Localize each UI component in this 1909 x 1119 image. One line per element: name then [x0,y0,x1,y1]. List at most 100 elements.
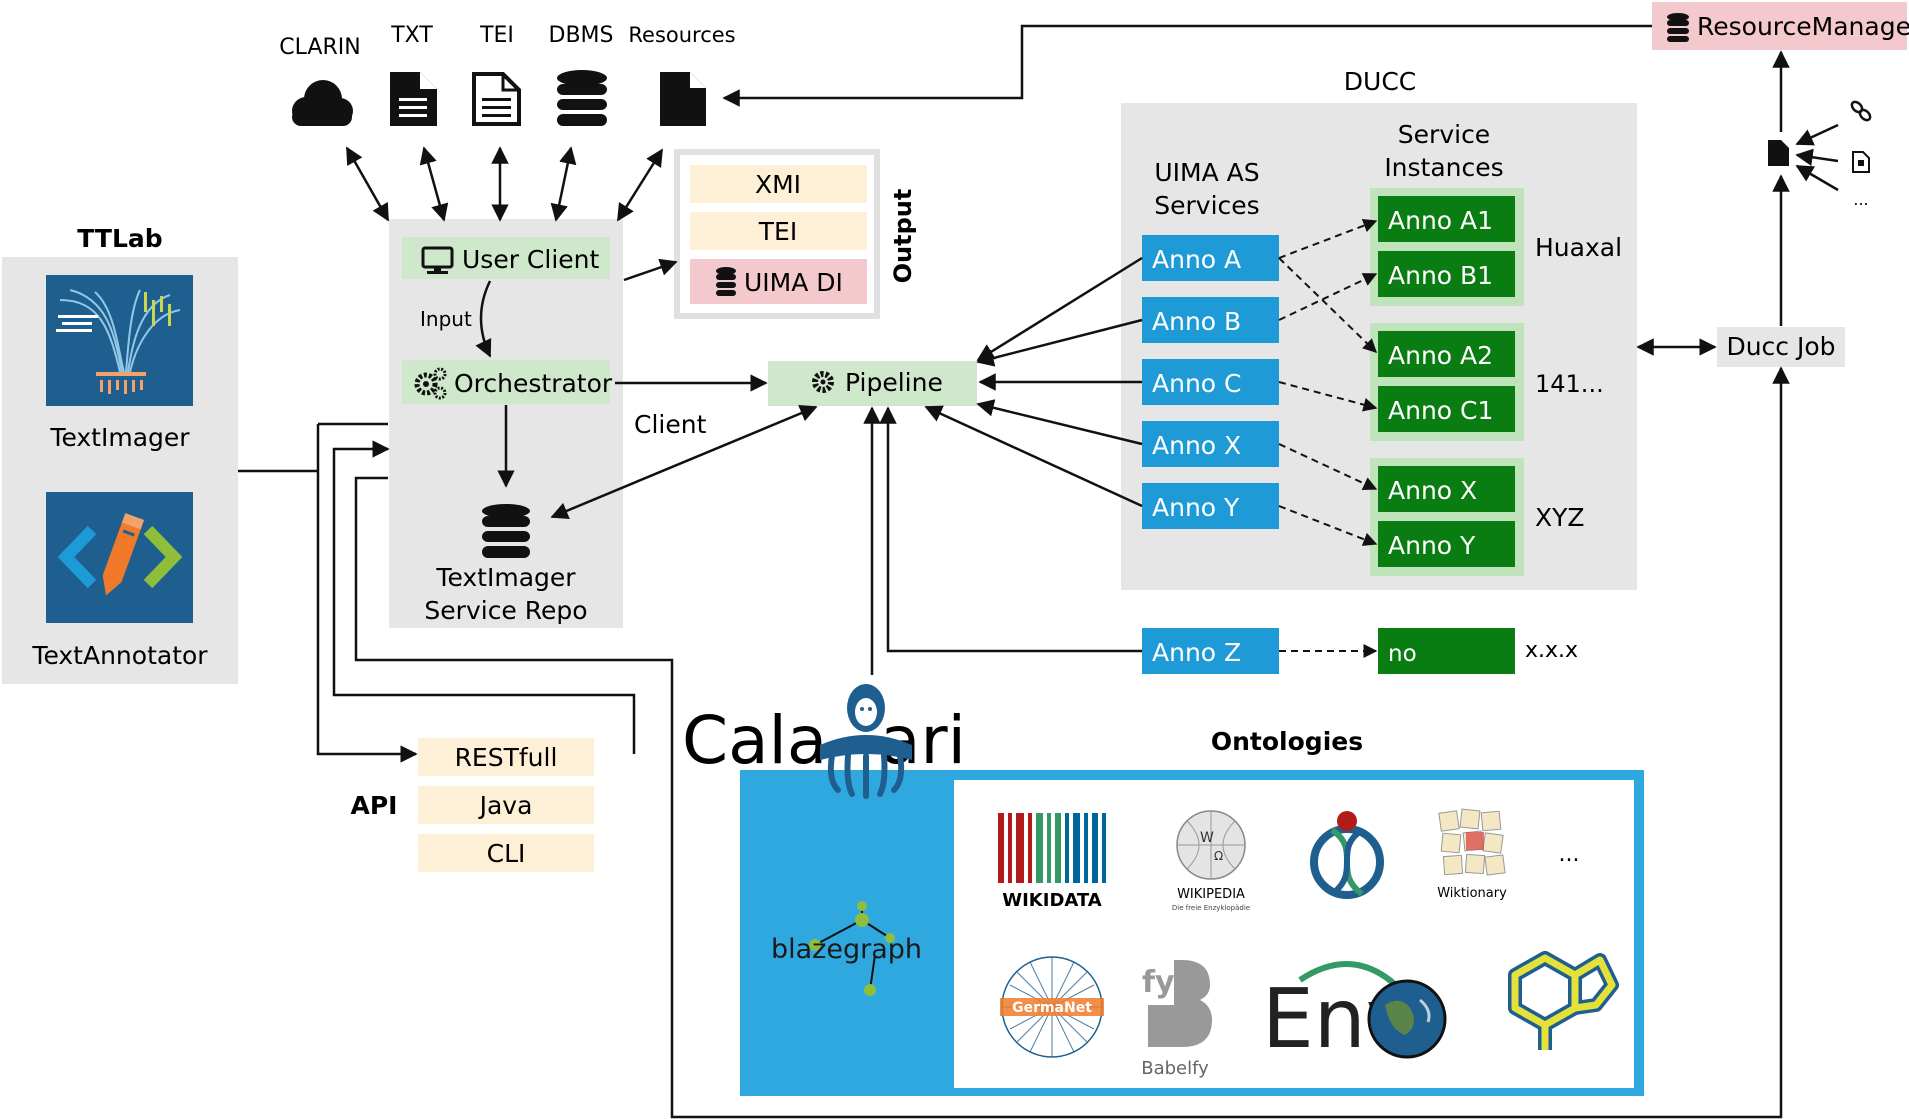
wikidata-label: WIKIDATA [1002,890,1102,911]
service-anno-y[interactable]: Anno Y [1142,483,1279,529]
service-anno-z[interactable]: Anno Z [1142,628,1279,674]
ontologies-more: ... [1559,842,1580,867]
output-item-xmi[interactable] [690,165,867,203]
link-b-b1 [1278,273,1378,321]
instance-label: Anno X [1388,476,1477,505]
gears-icon [414,367,447,400]
link-anno-x-pipeline [976,399,1143,446]
calamari-mascot-icon [820,684,912,799]
api-item-java[interactable] [418,786,594,824]
uima-header-line2: Services [1154,191,1259,220]
link-txt-core [419,146,449,222]
ttlab-title: TTLab [77,224,162,253]
instance-label: Anno A1 [1388,206,1493,235]
host-huaxal: Huaxal [1535,233,1622,262]
service-label: Anno Y [1152,493,1240,522]
instance-label: Anno C1 [1388,396,1493,425]
instance-anno-c1[interactable]: Anno C1 [1378,386,1515,432]
link-y-y [1278,505,1378,546]
link-clarin-core [345,146,390,222]
textimager-label: TextImager [49,423,190,452]
txt-document-icon [390,72,437,126]
instance-label: Anno B1 [1388,261,1493,290]
svg-text:Ω: Ω [1214,849,1223,863]
wikipedia-label: WIKIPEDIA [1177,887,1245,902]
job-document-icon [1768,140,1789,166]
gear-icon [812,371,834,393]
instance-anno-x[interactable]: Anno X [1378,466,1515,512]
api-java-label: Java [478,791,533,820]
link-repo-pipeline [550,404,818,520]
database-icon [557,70,607,126]
output-tei-label: TEI [758,217,797,246]
service-label: Anno X [1152,431,1241,460]
service-anno-a[interactable]: Anno A [1142,235,1279,281]
connectors [238,24,1790,1119]
link-x-x [1278,443,1378,491]
user-client-box[interactable]: User Client [402,237,610,279]
link-ttlab-api [316,424,418,763]
link-a-a1 [1278,218,1378,259]
instance-anno-b1[interactable]: Anno B1 [1378,251,1515,297]
job-input-arrows [1795,123,1839,192]
babelfy-label: Babelfy [1141,1058,1209,1079]
service-anno-b[interactable]: Anno B [1142,297,1279,343]
service-anno-c[interactable]: Anno C [1142,359,1279,405]
orchestrator-box[interactable]: Orchestrator [402,360,613,404]
api-cli-label: CLI [487,839,526,868]
tei-label: TEI [479,23,514,48]
blazegraph-logo: blazegraph [771,901,922,996]
instance-anno-y[interactable]: Anno Y [1378,521,1515,567]
service-label: Anno A [1152,245,1241,274]
babelfy-logo: fy Babelfy [1138,955,1212,1079]
germanet-label: GermaNet [1012,1000,1092,1016]
ducc-title: DUCC [1344,67,1416,96]
germanet-logo: GermaNet [1000,956,1104,1058]
host-xyz: XYZ [1535,503,1585,532]
instance-label: Anno Y [1388,531,1476,560]
output-item-uima-di[interactable] [690,259,867,304]
wikispecies-logo [1310,811,1384,899]
service-label: Anno B [1152,307,1241,336]
api-item-restfull[interactable] [418,738,594,776]
wikipedia-subtitle: Die freie Enzyklopädie [1172,904,1250,912]
api-label: API [351,791,398,820]
wikidata-logo: WIKIDATA [998,813,1106,911]
instance-anno-a2[interactable]: Anno A2 [1378,331,1515,377]
svg-text:W: W [1200,830,1214,846]
database-icon [1667,13,1689,42]
output-item-tei[interactable] [690,212,867,250]
instance-no[interactable]: no [1378,628,1515,674]
output-label: Output [889,189,917,284]
orchestrator-label: Orchestrator [454,369,613,398]
output-xmi-label: XMI [755,170,801,199]
link-anno-b-pipeline [976,318,1143,367]
link-client-output [623,258,678,282]
database-icon [716,267,736,296]
chebi-logo [1508,951,1619,1050]
host-xxx: x.x.x [1525,638,1578,663]
api-item-cli[interactable] [418,834,594,872]
file-icon [1852,151,1870,173]
envo-logo: Env [1262,961,1447,1067]
link-anno-y-pipeline [924,405,1143,508]
link-dbms-core [550,146,577,222]
link-anno-z-pipeline [879,406,1142,653]
instance-anno-a1[interactable]: Anno A1 [1378,196,1515,242]
link-api-core [332,440,636,754]
babelfy-mark: fy [1142,965,1175,1000]
link-resources-core [616,148,664,222]
resource-manager-box[interactable] [1652,2,1907,50]
pipeline-box[interactable]: Pipeline [768,361,977,406]
instance-label: Anno A2 [1388,341,1493,370]
service-header-line1: Service [1398,120,1490,149]
calamari-left: Cala [682,702,827,779]
tei-document-icon [472,72,521,126]
wiktionary-label: Wiktionary [1437,886,1507,901]
wiktionary-logo: Wiktionary [1437,808,1507,901]
ducc-job-box[interactable] [1717,327,1845,367]
service-anno-x[interactable]: Anno X [1142,421,1279,467]
resources-label: Resources [628,23,735,47]
link-anno-a-pipeline [976,256,1143,362]
